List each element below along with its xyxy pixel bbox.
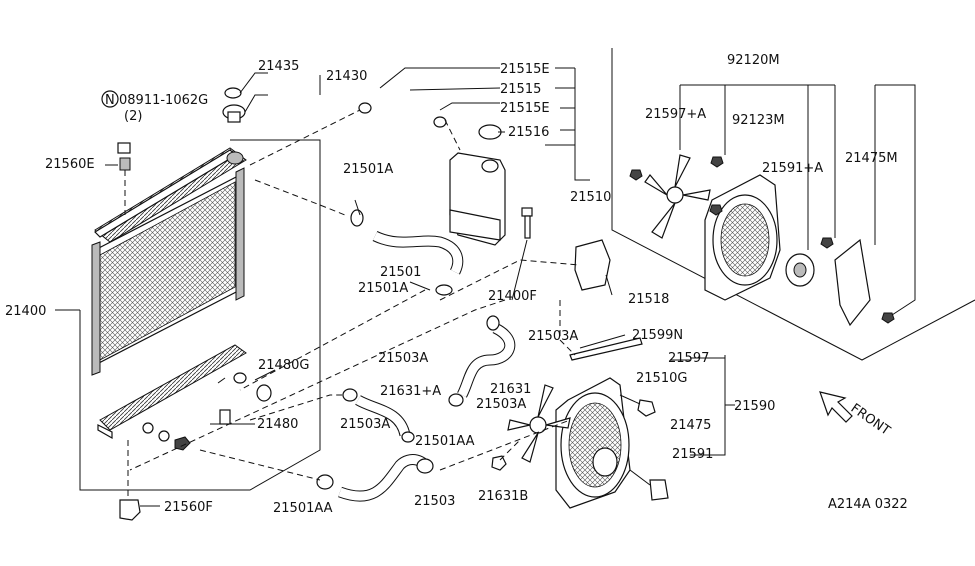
upper-hose — [358, 78, 447, 128]
radiator-fan-group — [491, 337, 735, 509]
label-21480: 21480 — [257, 417, 298, 432]
label-21515e-a: 21515E — [500, 62, 550, 77]
label-21503: 21503 — [414, 494, 455, 509]
connection-lines — [129, 109, 581, 481]
label-21475: 21475 — [670, 418, 711, 433]
label-21631: 21631 — [490, 382, 531, 397]
label-21515e-b: 21515E — [500, 101, 550, 116]
label-21597a-top: 21597+A — [645, 107, 706, 122]
radiator-hose-upper — [350, 209, 464, 296]
label-21599n: 21599N — [632, 328, 683, 343]
label-21475m: 21475M — [845, 151, 898, 166]
label-21430: 21430 — [326, 69, 367, 84]
label-21560f: 21560F — [164, 500, 213, 515]
label-21501: 21501 — [380, 265, 421, 280]
label-08911-qty: (2) — [124, 109, 142, 124]
label-21591: 21591 — [672, 447, 713, 462]
label-21503a-a: 21503A — [528, 329, 578, 344]
label-21560e: 21560E — [45, 157, 95, 172]
label-92120m: 92120M — [727, 53, 780, 68]
label-21597: 21597 — [668, 351, 709, 366]
label-21400: 21400 — [5, 304, 46, 319]
mount-bushing-bottom — [119, 440, 141, 521]
label-21515: 21515 — [500, 82, 541, 97]
n-symbol: N — [105, 93, 115, 108]
label-21510g: 21510G — [636, 371, 687, 386]
condenser-fan-group — [611, 48, 975, 361]
bracket — [574, 239, 613, 296]
label-21590: 21590 — [734, 399, 775, 414]
front-label: FRONT — [848, 401, 893, 439]
label-21480g: 21480G — [258, 358, 309, 373]
radiator-cap — [222, 72, 268, 123]
part-labels: 21435 21430 08911-1062G (2) 21560E 21400… — [5, 53, 908, 516]
label-21518: 21518 — [628, 292, 669, 307]
label-21516: 21516 — [508, 125, 549, 140]
lower-hoses — [316, 315, 516, 502]
diagram-code: A214A 0322 — [828, 497, 908, 512]
radiator — [79, 139, 321, 491]
label-21435: 21435 — [258, 59, 299, 74]
label-21501aa-a: 21501AA — [415, 434, 475, 449]
label-21591a: 21591+A — [762, 161, 823, 176]
label-21501a-b: 21501A — [358, 281, 408, 296]
label-92123m: 92123M — [732, 113, 785, 128]
label-21501aa-b: 21501AA — [273, 501, 333, 516]
n-circle-symbol: N — [101, 90, 119, 108]
label-21503a-b: 21503A — [378, 351, 428, 366]
label-21400f: 21400F — [488, 289, 537, 304]
label-21501a-a: 21501A — [343, 162, 393, 177]
label-21631b: 21631B — [478, 489, 528, 504]
front-arrow: FRONT — [819, 391, 893, 439]
label-21503a-d: 21503A — [340, 417, 390, 432]
reservoir-tank — [449, 124, 506, 246]
drain-plug-group — [217, 372, 272, 425]
label-08911-1062g: 08911-1062G — [119, 93, 208, 108]
label-21631a: 21631+A — [380, 384, 441, 399]
label-21510: 21510 — [570, 190, 611, 205]
mount-bushing-top — [117, 142, 131, 215]
bolt — [511, 207, 533, 301]
leader-lines — [55, 67, 726, 507]
label-21503a-c: 21503A — [476, 397, 526, 412]
